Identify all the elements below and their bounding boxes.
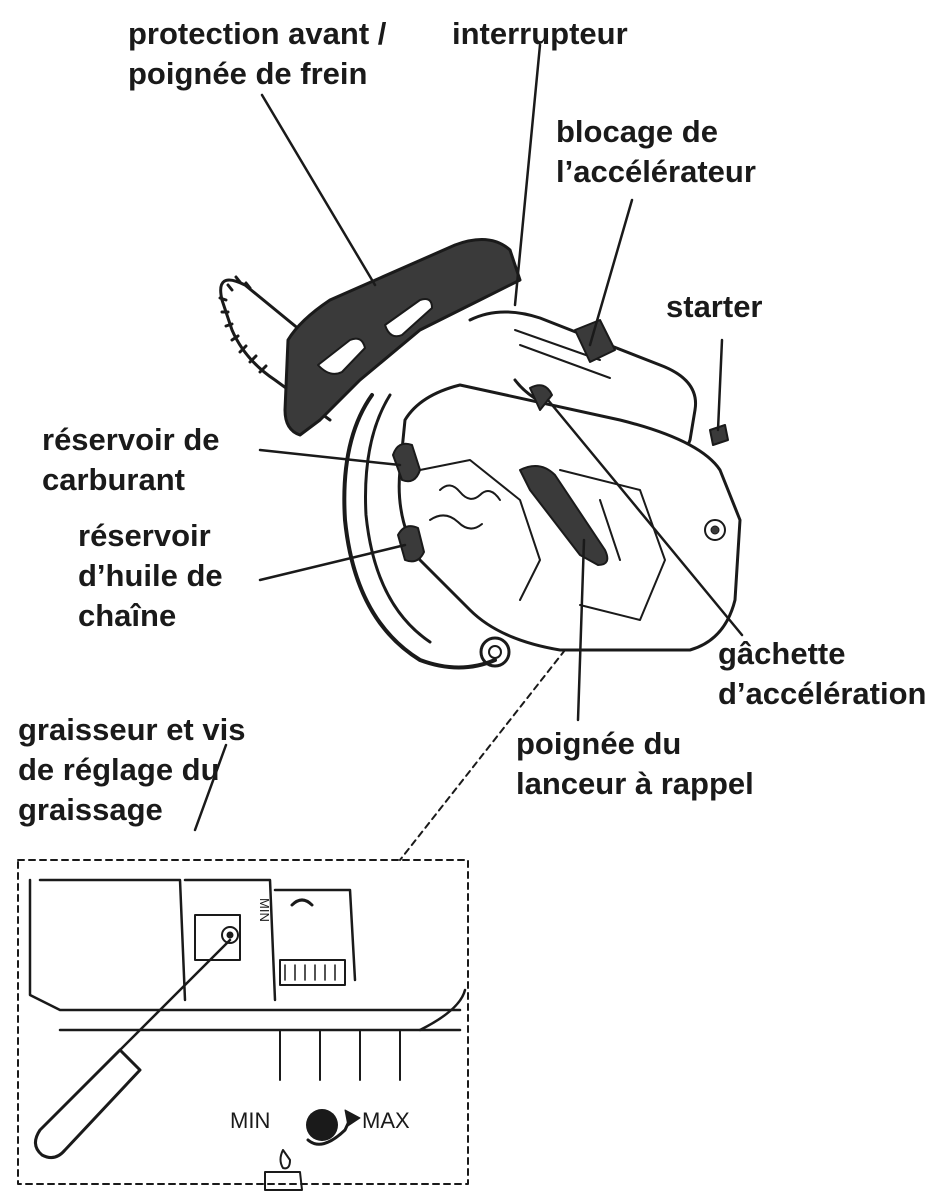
inset-oiler-detail (28, 878, 467, 1160)
min-label: MIN (230, 1108, 271, 1133)
label-throttle-lock-line1: blocage de (556, 114, 718, 149)
label-throttle-trigger-line1: gâchette (718, 636, 846, 671)
label-oiler-line2: de réglage du (18, 752, 220, 787)
label-throttle-lock: blocage de l’accélérateur (556, 112, 756, 192)
wrap-handle (342, 393, 497, 670)
label-choke: starter (666, 287, 763, 327)
label-oil-tank-line1: réservoir (78, 518, 211, 553)
label-starter-handle-line2: lanceur à rappel (516, 766, 754, 801)
front-guard-shape (283, 238, 522, 437)
label-switch: interrupteur (452, 14, 628, 54)
label-front-guard-line2: poignée de frein (128, 56, 368, 91)
leader-lines (193, 43, 744, 832)
label-throttle-trigger: gâchette d’accélération (718, 634, 926, 714)
engraved-min-text: MIN (257, 898, 272, 922)
min-max-icon (264, 1109, 361, 1191)
label-choke-line1: starter (666, 289, 763, 324)
label-oil-tank: réservoir d’huile de chaîne (78, 516, 223, 636)
label-oiler-line1: graisseur et vis (18, 712, 246, 747)
label-fuel-tank: réservoir de carburant (42, 420, 220, 500)
max-label: MAX (362, 1108, 410, 1133)
label-throttle-lock-line2: l’accélérateur (556, 154, 756, 189)
engine-body (392, 383, 742, 668)
label-throttle-trigger-line2: d’accélération (718, 676, 927, 711)
inset-connector (17, 649, 566, 1185)
label-oiler: graisseur et vis de réglage du graissage (18, 710, 245, 830)
guide-bar (218, 275, 332, 422)
label-oiler-line3: graissage (18, 792, 163, 827)
label-fuel-tank-line1: réservoir de (42, 422, 220, 457)
label-oil-tank-line2: d’huile de (78, 558, 223, 593)
label-starter-handle: poignée du lanceur à rappel (516, 724, 754, 804)
label-oil-tank-line3: chaîne (78, 598, 177, 633)
label-front-guard-line1: protection avant / (128, 16, 387, 51)
label-front-guard: protection avant / poignée de frein (128, 14, 386, 94)
label-fuel-tank-line2: carburant (42, 462, 185, 497)
label-starter-handle-line1: poignée du (516, 726, 682, 761)
label-switch-line1: interrupteur (452, 16, 628, 51)
